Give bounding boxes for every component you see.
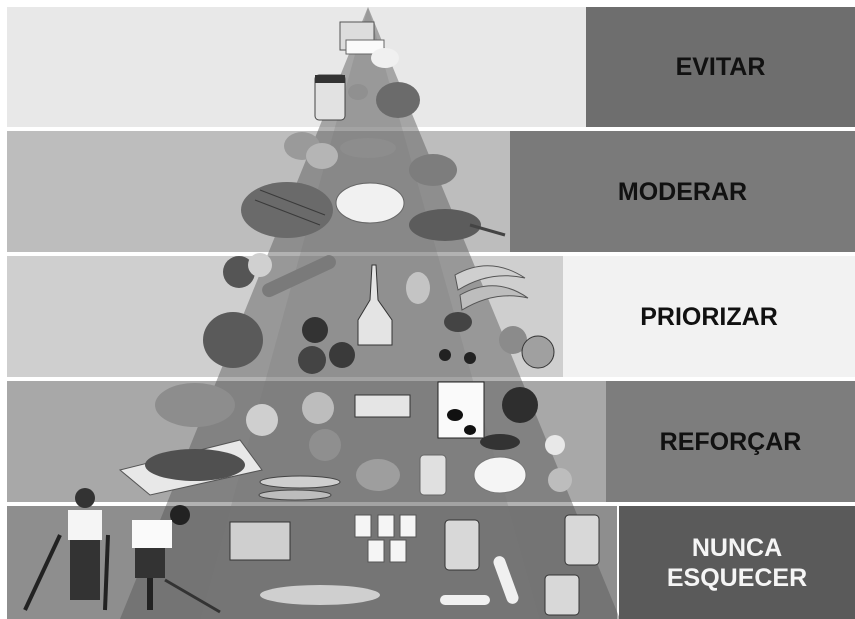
cake-icon [348,48,420,118]
fruit-icon [335,154,457,224]
bread-icon [241,182,333,238]
moderar-text: MODERAR [617,177,748,206]
evitar-text: EVITAR [675,53,766,81]
vegetables-icon [203,253,355,374]
banana-icon [406,265,529,311]
reforcar-text: REFORÇAR [659,427,802,456]
level-moderar-label: MODERAR [510,131,855,252]
level-priorizar-label: PRIORIZAR [563,256,855,377]
golfer-icon [132,505,221,614]
band-evitar [7,7,597,127]
nunca-text: NUNCA [691,533,783,562]
jar-icon [314,74,346,121]
butter-icon [339,21,385,55]
bone-icon [440,556,519,605]
fish-icon [258,459,400,501]
oil-bottle-icon [357,264,393,346]
milk-carton-icon [354,381,485,496]
exercise-person-icon [23,488,110,611]
esquecer-text: ESQUECER [666,563,808,592]
level-evitar-label: EVITAR [586,7,855,127]
beans-icon [409,209,506,241]
priorizar-text: PRIORIZAR [640,302,778,331]
potato-icon [284,132,396,169]
orange-icon [439,312,555,369]
cheese-icon [473,387,572,494]
level-nunca-esquecer-label: NUNCA ESQUECER [619,506,855,619]
meat-icon [118,383,341,496]
supplement-bottle-icon [229,514,600,616]
level-reforcar-label: REFORÇAR [606,381,855,502]
